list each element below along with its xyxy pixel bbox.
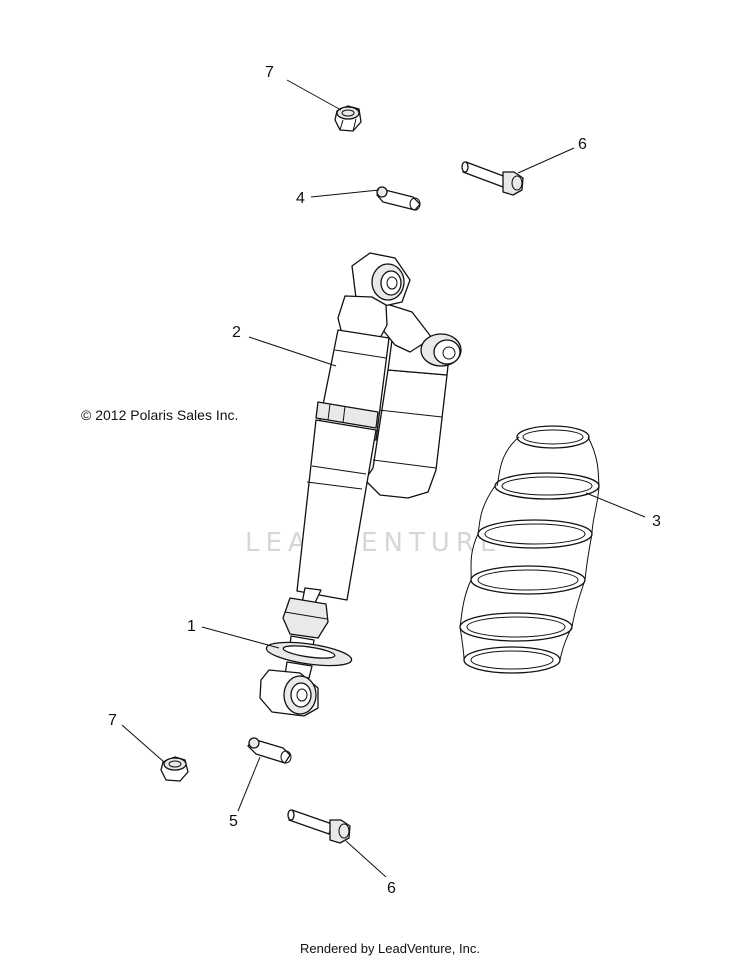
callout-7-bottom: 7 bbox=[108, 712, 117, 729]
callout-6-bottom: 6 bbox=[387, 880, 396, 897]
part-5-spacer bbox=[247, 737, 292, 764]
callout-5: 5 bbox=[229, 813, 238, 830]
callout-7-top: 7 bbox=[265, 64, 274, 81]
callout-3: 3 bbox=[652, 513, 661, 530]
part-6-bottom-bolt bbox=[287, 809, 351, 844]
watermark: LEADVENTURE bbox=[245, 528, 502, 558]
callout-4: 4 bbox=[296, 190, 305, 207]
footer-rendered-by: Rendered by LeadVenture, Inc. bbox=[300, 941, 480, 956]
part-2-shock-absorber bbox=[259, 252, 462, 717]
callout-1: 1 bbox=[187, 618, 196, 635]
part-7-bottom-nut bbox=[160, 756, 189, 782]
part-6-top-bolt bbox=[461, 161, 524, 196]
callout-6-top: 6 bbox=[578, 136, 587, 153]
part-3-coil-spring bbox=[459, 425, 600, 674]
part-7-top-nut bbox=[334, 105, 362, 132]
part-4-spacer bbox=[376, 186, 421, 211]
copyright-notice: © 2012 Polaris Sales Inc. bbox=[81, 407, 238, 423]
callout-2: 2 bbox=[232, 324, 241, 341]
part-1-spring-retainer bbox=[265, 641, 353, 667]
leader-lines bbox=[121, 79, 646, 878]
